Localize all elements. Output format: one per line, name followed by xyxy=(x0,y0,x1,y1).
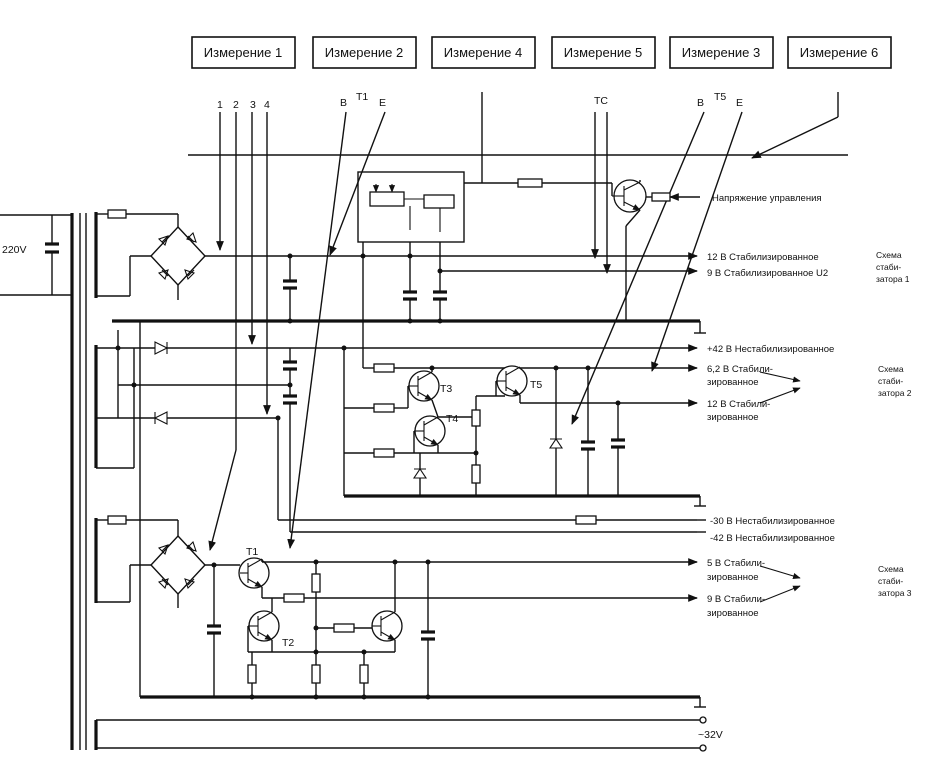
output-6v2-label-2: зированное xyxy=(707,377,759,388)
control-voltage-label: Напряжение управления xyxy=(712,193,822,204)
measurement-box-4[interactable]: Измерение 4 xyxy=(431,36,536,69)
fuse-1 xyxy=(107,209,127,219)
probe-wire-b2 xyxy=(571,111,705,425)
aux-voltage-label: ~32V xyxy=(698,729,723,741)
scheme-1-label-b: стаби- xyxy=(876,262,901,272)
scheme-3-label-b: стаби- xyxy=(878,576,903,586)
rectifier-3 xyxy=(96,321,706,708)
measurement-3-label: Измерение 3 xyxy=(682,45,760,60)
transistor-t2-label: T2 xyxy=(282,637,294,649)
control-transistor xyxy=(611,179,700,321)
probe-wire-2-tip xyxy=(208,449,237,551)
probe-wire-e2 xyxy=(651,111,743,372)
measurement-6-label: Измерение 6 xyxy=(800,45,878,60)
output-12v-label: 12 В Стабилизированное xyxy=(707,252,819,263)
diode-d2 xyxy=(153,411,168,425)
transistor-t4-label: T4 xyxy=(446,413,458,425)
measurement-box-3[interactable]: Измерение 3 xyxy=(669,36,774,69)
control-amp xyxy=(369,191,405,207)
measurement-4-label: Измерение 4 xyxy=(444,45,522,60)
probe-label-4: 4 xyxy=(264,99,270,111)
measurement-1-label: Измерение 1 xyxy=(204,45,282,60)
measurement-box-1[interactable]: Измерение 1 xyxy=(191,36,296,69)
output-30v-label: -30 В Нестабилизированное xyxy=(710,516,835,527)
output-9v-b-label: 9 В Стабили- xyxy=(707,594,765,605)
transistor-t1-label: T1 xyxy=(246,546,258,558)
measurement-2-label: Измерение 2 xyxy=(325,45,403,60)
probe-label-t5: T5 xyxy=(714,91,726,103)
measurement-boxes: Измерение 1 Измерение 2 Измерение 4 Изме… xyxy=(191,36,892,69)
rectifier-1 xyxy=(96,209,706,334)
probe-labels: 1 2 3 4 B T1 E TC B T5 E xyxy=(217,91,743,111)
probe-label-3: 3 xyxy=(250,99,256,111)
scheme-2-label-a: Схема xyxy=(878,364,904,374)
bridge-rectifier-3 xyxy=(150,534,206,596)
probe-label-tc: TC xyxy=(594,95,608,107)
bridge-rectifier-1 xyxy=(150,225,206,287)
output-12v-b-label: 12 В Стабили- xyxy=(707,399,770,410)
probe-wire-b1 xyxy=(287,111,347,549)
output-5v-label-2: зированное xyxy=(707,572,759,583)
measurement-box-5[interactable]: Измерение 5 xyxy=(551,36,656,69)
scheme-2-label-c: затора 2 xyxy=(878,388,912,398)
scheme-2-label-b: стаби- xyxy=(878,376,903,386)
measurement-box-6[interactable]: Измерение 6 xyxy=(787,36,892,69)
probe-wiring xyxy=(188,92,848,551)
probe-label-t1: T1 xyxy=(356,91,368,103)
scheme-labels: Схема стаби- затора 1 Схема стаби- затор… xyxy=(876,250,912,598)
rectifier-2 xyxy=(96,341,706,533)
stabilizer-3 xyxy=(238,557,698,700)
fuse-3 xyxy=(107,515,127,525)
control-module-frame xyxy=(357,171,465,243)
probe-label-e2: E xyxy=(736,97,743,109)
aux-output xyxy=(96,716,707,752)
diode-d1 xyxy=(154,341,169,355)
control-resistor xyxy=(517,178,543,188)
probe-label-e1: E xyxy=(379,97,386,109)
transformer xyxy=(0,212,98,750)
probe-wire-m6-tip xyxy=(751,116,839,159)
probe-label-b2: B xyxy=(697,97,704,109)
output-12v-b-label-2: зированное xyxy=(707,412,759,423)
output-9v-label: 9 В Стабилизированное U2 xyxy=(707,268,828,279)
control-ref xyxy=(423,194,455,209)
probe-label-1: 1 xyxy=(217,99,223,111)
transistor-t5-label: T5 xyxy=(530,379,542,391)
output-42v-pos-label: +42 В Нестабилизированное xyxy=(707,344,834,355)
scheme-3-label-a: Схема xyxy=(878,564,904,574)
probe-label-b1: B xyxy=(340,97,347,109)
measurement-box-2[interactable]: Измерение 2 xyxy=(312,36,417,69)
output-5v-label: 5 В Стабили- xyxy=(707,558,765,569)
scheme-1-label-c: затора 1 xyxy=(876,274,910,284)
transistor-labels: T1 T2 T3 T4 T5 xyxy=(246,379,542,649)
output-6v2-label: 6,2 В Стабили- xyxy=(707,364,773,375)
output-42v-neg-label: -42 В Нестабилизированное xyxy=(710,533,835,544)
input-voltage-label: 220V xyxy=(2,244,27,256)
output-9v-b-label-2: зированное xyxy=(707,608,759,619)
scheme-1-label-a: Схема xyxy=(876,250,902,260)
control-module xyxy=(357,171,612,369)
stabilizer-2 xyxy=(341,345,706,507)
probe-label-2: 2 xyxy=(233,99,239,111)
output-labels: 12 В Стабилизированное 9 В Стабилизирова… xyxy=(707,252,835,619)
transistor-t3-label: T3 xyxy=(440,383,452,395)
scheme-arrows xyxy=(759,371,801,603)
scheme-3-label-c: затора 3 xyxy=(878,588,912,598)
measurement-5-label: Измерение 5 xyxy=(564,45,642,60)
